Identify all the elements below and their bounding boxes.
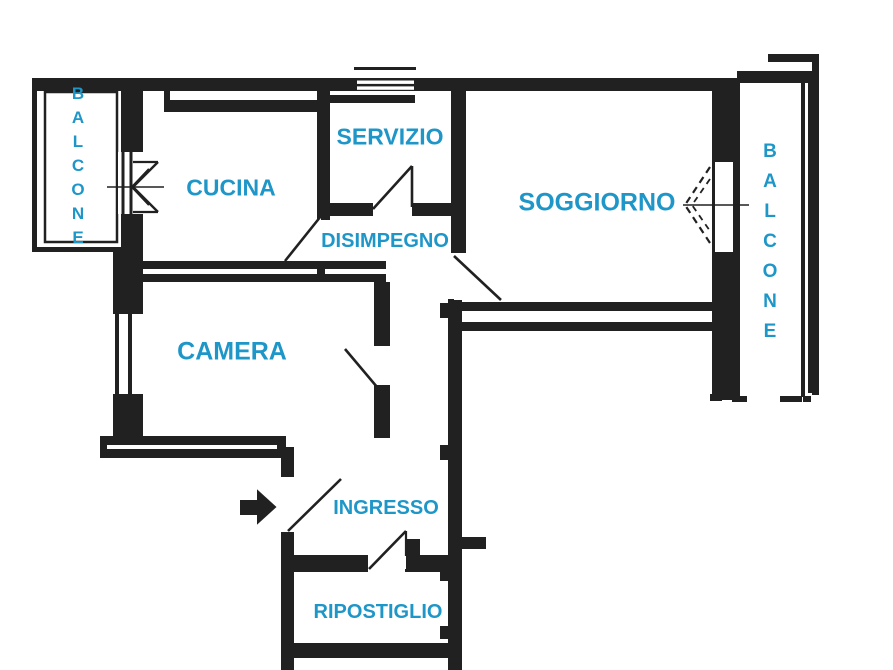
wall-servizio-bottom-left: [330, 203, 373, 216]
servizio-window-slot-2: [357, 86, 414, 90]
wall-camera-right-lower: [374, 385, 390, 438]
ripostiglio-door-leaf-line: [368, 530, 407, 570]
wall-nub-1: [440, 303, 449, 318]
balcony-bottom-tick-1: [710, 394, 722, 401]
wall-camera-top-inner: [143, 274, 386, 282]
room-label-balcone-left: BALCONE: [68, 84, 88, 252]
door-swings: [283, 165, 502, 570]
soggiorno-door-leaf-line: [453, 255, 502, 301]
balcony-door-symbols: [107, 160, 749, 244]
window-frame-lines: [115, 152, 715, 394]
camera-window-pane-2: [128, 314, 132, 394]
wall-camera-top-joint: [317, 261, 325, 282]
wall-corridor-right: [448, 299, 462, 670]
wall-camera-top-outer: [143, 261, 386, 269]
wall-ingresso-ripostiglio-right: [405, 555, 450, 572]
balcony-right-outer-line-1: [801, 83, 805, 397]
wall-top: [32, 78, 738, 91]
balcony-right-offset-top: [768, 54, 819, 62]
wall-soggiorno-bottom-inner: [451, 322, 718, 331]
balcony-bottom-tick-4: [803, 396, 811, 402]
wall-nub-2: [440, 445, 449, 460]
wall-cucina-inner-top: [167, 100, 317, 112]
balcony-left-bottom-edge: [32, 247, 121, 252]
camera-window-pane-1: [115, 314, 119, 394]
camera-door-leaf-line: [344, 348, 378, 388]
wall-camera-bottom-inner: [100, 449, 286, 458]
room-label-ripostiglio: RIPOSTIGLIO: [313, 601, 443, 623]
soggiorno-door-jamb-line: [712, 162, 715, 252]
wall-servizio-inner-top: [330, 95, 415, 103]
wall-cucina-right: [317, 88, 330, 220]
room-label-disimpegno: DISIMPEGNO: [321, 230, 449, 252]
entrance-arrow-icon: [238, 484, 280, 530]
cucina-door-leaf-line: [283, 215, 323, 262]
balcony-right-inner-line: [734, 83, 740, 400]
wall-soggiorno-bottom-outer: [462, 302, 718, 311]
room-label-soggiorno: SOGGIORNO: [518, 188, 676, 217]
cucina-door-panel-line-1: [121, 152, 125, 214]
wall-stub-right: [462, 537, 486, 549]
balcony-left-inner-line: [43, 90, 119, 244]
entrance-door-leaf-line: [287, 478, 342, 532]
cucina-door-panel-line-2: [129, 152, 133, 214]
room-label-ingresso: INGRESSO: [333, 497, 439, 519]
wall-camera-bottom-outer: [100, 436, 286, 445]
balcony-bottom-tick-2: [732, 396, 747, 402]
room-label-balcone-right: BALCONE: [759, 141, 781, 351]
balcony-right-offset-side: [812, 54, 819, 395]
wall-nub-4: [440, 626, 449, 639]
servizio-door-leaf-line: [372, 165, 413, 210]
room-label-cucina: CUCINA: [186, 174, 276, 201]
wall-camera-bottom-cap-left: [100, 436, 107, 458]
wall-ingresso-ripostiglio-left: [292, 555, 368, 572]
balcony-left-outer-edge: [32, 78, 37, 252]
room-label-servizio: SERVIZIO: [336, 123, 444, 150]
balcony-bottom-tick-3: [780, 396, 802, 402]
wall-servizio-bottom-right: [412, 203, 453, 216]
wall-cucina-inner-step: [164, 91, 170, 112]
balcony-right-outer-line-2: [808, 83, 812, 393]
servizio-window-slot-1: [357, 80, 414, 84]
room-label-camera: CAMERA: [177, 337, 287, 366]
wall-camera-right-upper: [374, 282, 390, 346]
balcony-right-top-edge: [737, 71, 812, 83]
wall-ingresso-ripostiglio-step: [405, 539, 420, 556]
soggiorno-balcony-door-chevron-outer: [683, 166, 711, 244]
wall-soggiorno-left: [451, 88, 466, 253]
wall-ripostiglio-bottom: [287, 643, 460, 658]
window-sill-line: [354, 67, 416, 70]
wall-nub-3: [440, 568, 449, 581]
